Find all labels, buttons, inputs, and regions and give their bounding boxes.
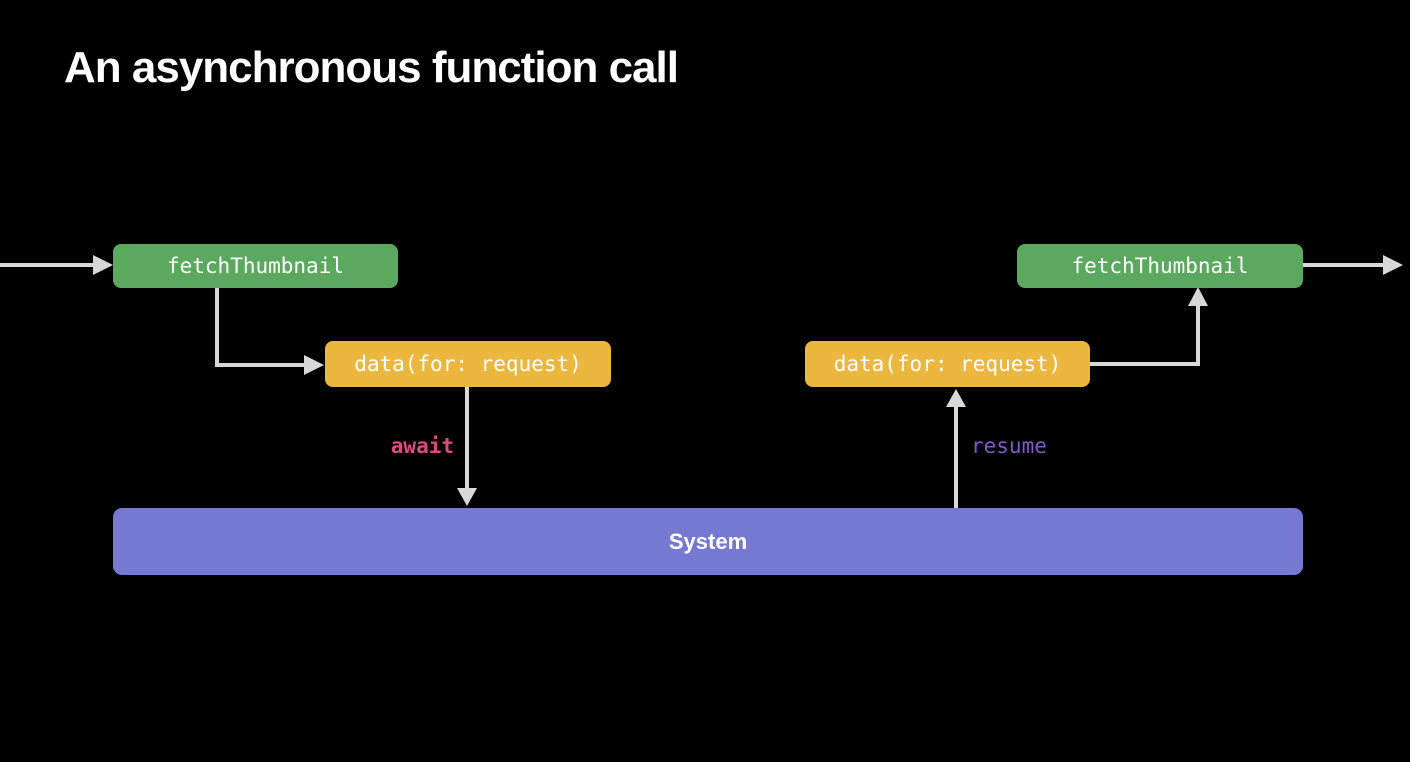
data-for-request-box-right: data(for: request) <box>805 341 1090 387</box>
slide-title: An asynchronous function call <box>64 43 679 93</box>
fetchthumbnail-to-data-elbow-arrow <box>215 287 324 375</box>
fetchthumbnail-box-left: fetchThumbnail <box>113 244 398 288</box>
await-suspend-arrow-to-system <box>457 387 477 506</box>
outgoing-return-arrow <box>1303 255 1403 275</box>
data-for-request-box-left: data(for: request) <box>325 341 611 387</box>
system-bar: System <box>113 508 1303 575</box>
resume-arrow-from-system <box>946 389 966 508</box>
incoming-call-arrow <box>0 255 113 275</box>
fetchthumbnail-box-right: fetchThumbnail <box>1017 244 1303 288</box>
resume-keyword-label: resume <box>971 434 1047 458</box>
await-keyword-label: await <box>390 434 454 458</box>
data-to-fetchthumbnail-elbow-arrow <box>1090 287 1208 366</box>
